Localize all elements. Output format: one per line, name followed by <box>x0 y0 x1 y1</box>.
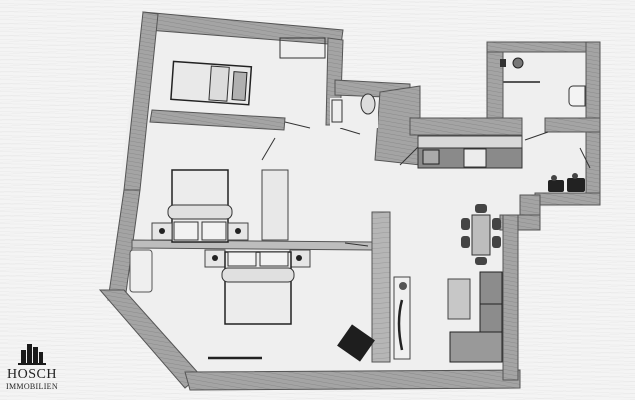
sofa-icon <box>449 271 503 363</box>
bathroom-sink-icon <box>568 85 586 107</box>
dining-table-icon <box>461 204 501 265</box>
single-bed-icon <box>170 60 253 106</box>
wardrobe <box>129 249 153 293</box>
living-dining <box>393 204 503 363</box>
middle-bedroom <box>151 169 249 243</box>
building-skyline-icon <box>18 344 46 365</box>
logo-subtitle: IMMOBILIEN <box>6 382 58 391</box>
wardrobe <box>279 37 326 59</box>
dryer-icon <box>567 178 585 192</box>
washing-machine-icon <box>548 180 564 192</box>
toilet-room <box>330 93 378 128</box>
stove-icon <box>463 148 487 168</box>
company-logo: HOSCH IMMOBILIEN <box>2 340 62 391</box>
top-bedroom <box>170 37 326 106</box>
doors <box>261 121 591 247</box>
shower-icon <box>512 57 524 69</box>
toilet-icon <box>360 93 376 115</box>
logo-name: HOSCH <box>7 367 57 382</box>
kitchen <box>417 135 523 169</box>
bathroom <box>500 57 586 107</box>
walls <box>98 11 601 391</box>
tv-unit-icon <box>393 276 411 360</box>
coffee-table <box>447 278 471 320</box>
armchair-icon <box>337 324 375 362</box>
main-bedroom <box>129 249 375 362</box>
kitchen-sink-icon <box>422 149 440 165</box>
utility <box>548 173 585 192</box>
sink-icon <box>331 99 343 123</box>
